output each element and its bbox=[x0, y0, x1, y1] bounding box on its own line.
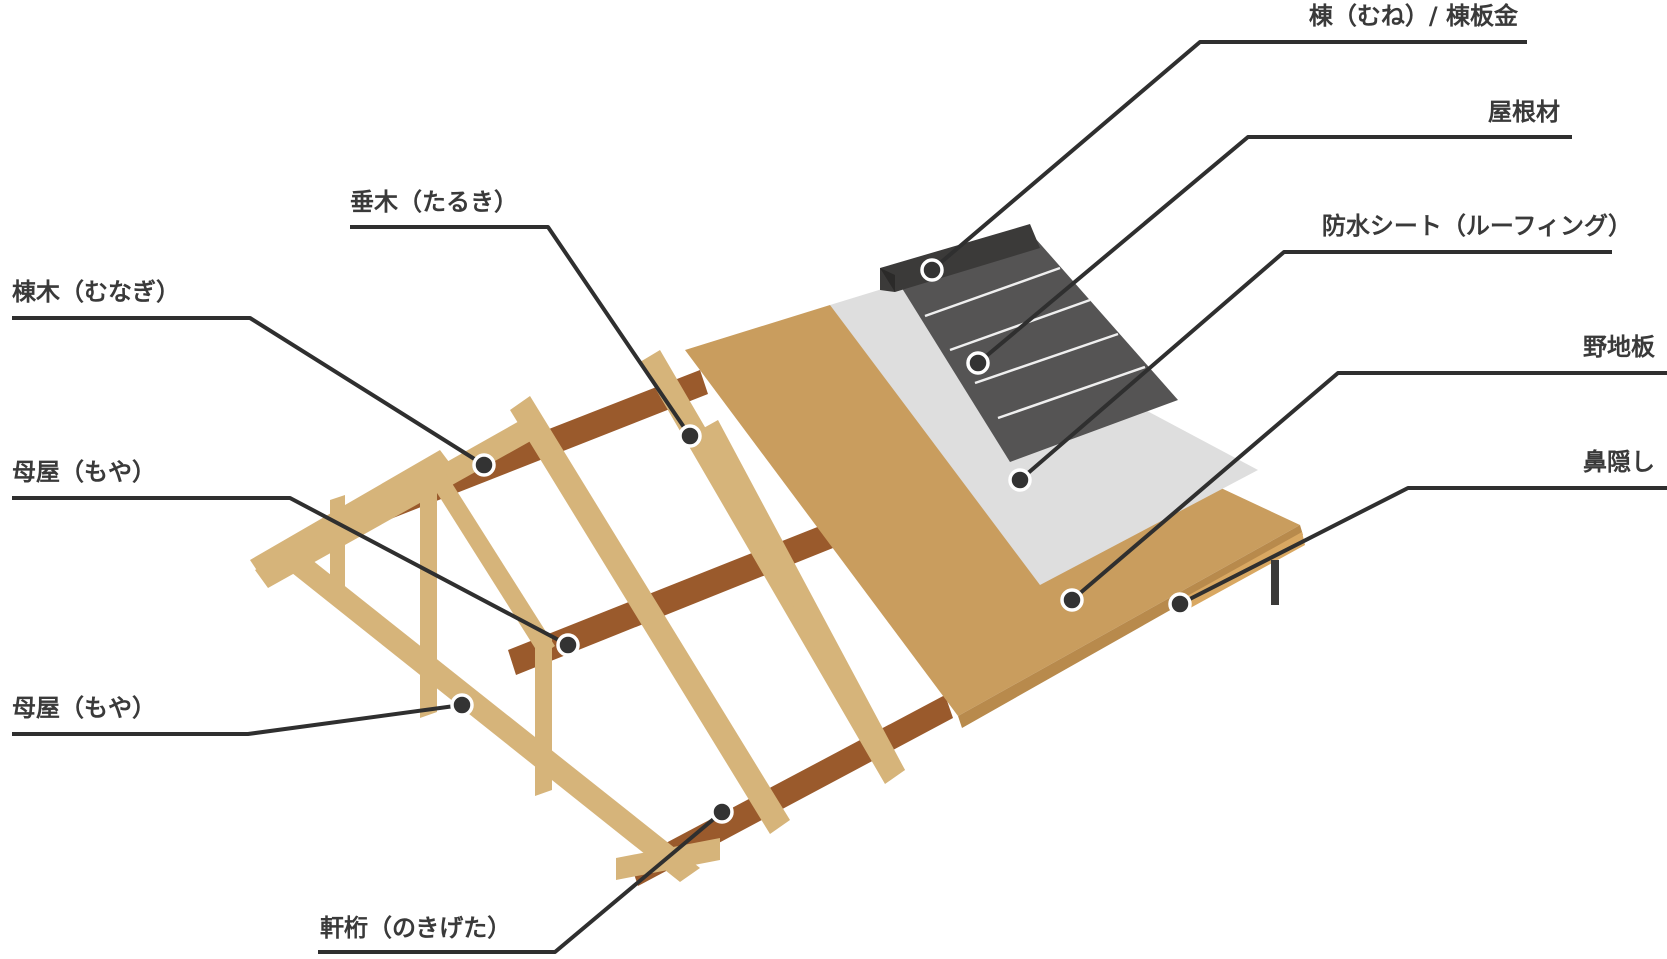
roofing-row-line bbox=[949, 298, 1091, 352]
leader-dot bbox=[556, 633, 580, 657]
rafter-3 bbox=[700, 420, 905, 780]
label-waterproof-group: 防水シート（ルーフィング） bbox=[1008, 212, 1632, 492]
ridge-cap-end bbox=[880, 268, 895, 292]
label-fascia: 鼻隠し bbox=[1583, 448, 1655, 476]
label-waterproof-sheet: 防水シート（ルーフィング） bbox=[1322, 212, 1632, 240]
leader-dot bbox=[1168, 592, 1192, 616]
label-sheathing-board: 野地板 bbox=[1583, 333, 1656, 361]
label-ridge-beam: 棟木（むなぎ） bbox=[12, 278, 180, 306]
leader-line bbox=[12, 316, 486, 467]
leader-dot bbox=[472, 453, 496, 477]
label-rafter: 垂木（たるき） bbox=[350, 188, 518, 216]
rafter-1 bbox=[510, 396, 790, 834]
label-ridge-cap-group: 棟（むね）/ 棟板金 bbox=[920, 2, 1527, 282]
leader-line bbox=[976, 135, 1572, 365]
sheathing-edge bbox=[958, 525, 1303, 728]
leader-line bbox=[1018, 250, 1612, 482]
leader-dot bbox=[1008, 468, 1032, 492]
leader-dot bbox=[1060, 588, 1084, 612]
label-ridge-beam-group: 棟木（むなぎ） bbox=[12, 278, 496, 477]
label-ridge-cap: 棟（むね）/ 棟板金 bbox=[1309, 2, 1519, 30]
label-roofing-group: 屋根材 bbox=[966, 98, 1572, 375]
label-sheathing-group: 野地板 bbox=[1060, 333, 1667, 612]
label-fascia-group: 鼻隠し bbox=[1168, 448, 1667, 616]
roof-illustration bbox=[250, 224, 1305, 886]
roofing-row-line bbox=[924, 266, 1061, 318]
leader-line bbox=[1179, 486, 1667, 606]
leader-dot bbox=[710, 800, 734, 824]
truss-post-2 bbox=[535, 634, 552, 796]
label-purlin-upper: 母屋（もや） bbox=[12, 458, 156, 486]
label-eave-beam: 軒桁（のきげた） bbox=[320, 914, 511, 942]
leader-line bbox=[930, 40, 1527, 272]
label-rafter-group: 垂木（たるき） bbox=[350, 188, 702, 448]
label-eave-beam-group: 軒桁（のきげた） bbox=[318, 800, 734, 954]
leader-dot bbox=[966, 351, 990, 375]
leader-line bbox=[12, 703, 463, 736]
truss-web-1 bbox=[420, 458, 555, 656]
leader-dot bbox=[678, 424, 702, 448]
ridge-cap bbox=[880, 224, 1040, 292]
roofing-row-line bbox=[997, 365, 1146, 420]
leader-line bbox=[350, 225, 692, 438]
label-roofing-material: 屋根材 bbox=[1488, 98, 1560, 126]
truss-bottom-chord bbox=[282, 552, 700, 882]
roofing-rows bbox=[924, 266, 1146, 420]
leader-line bbox=[12, 496, 569, 647]
truss-post-1 bbox=[420, 464, 437, 718]
leader-line bbox=[318, 810, 724, 954]
leader-dot bbox=[450, 693, 474, 717]
label-purlin-lower: 母屋（もや） bbox=[12, 694, 156, 722]
roofing-row-line bbox=[974, 332, 1119, 385]
label-purlin-upper-group: 母屋（もや） bbox=[12, 458, 580, 657]
fascia-post bbox=[1271, 560, 1279, 605]
label-purlin-lower-group: 母屋（もや） bbox=[12, 693, 474, 736]
leader-line bbox=[1070, 371, 1667, 602]
ridge-cap-layer bbox=[880, 224, 1040, 292]
leader-dot bbox=[920, 258, 944, 282]
